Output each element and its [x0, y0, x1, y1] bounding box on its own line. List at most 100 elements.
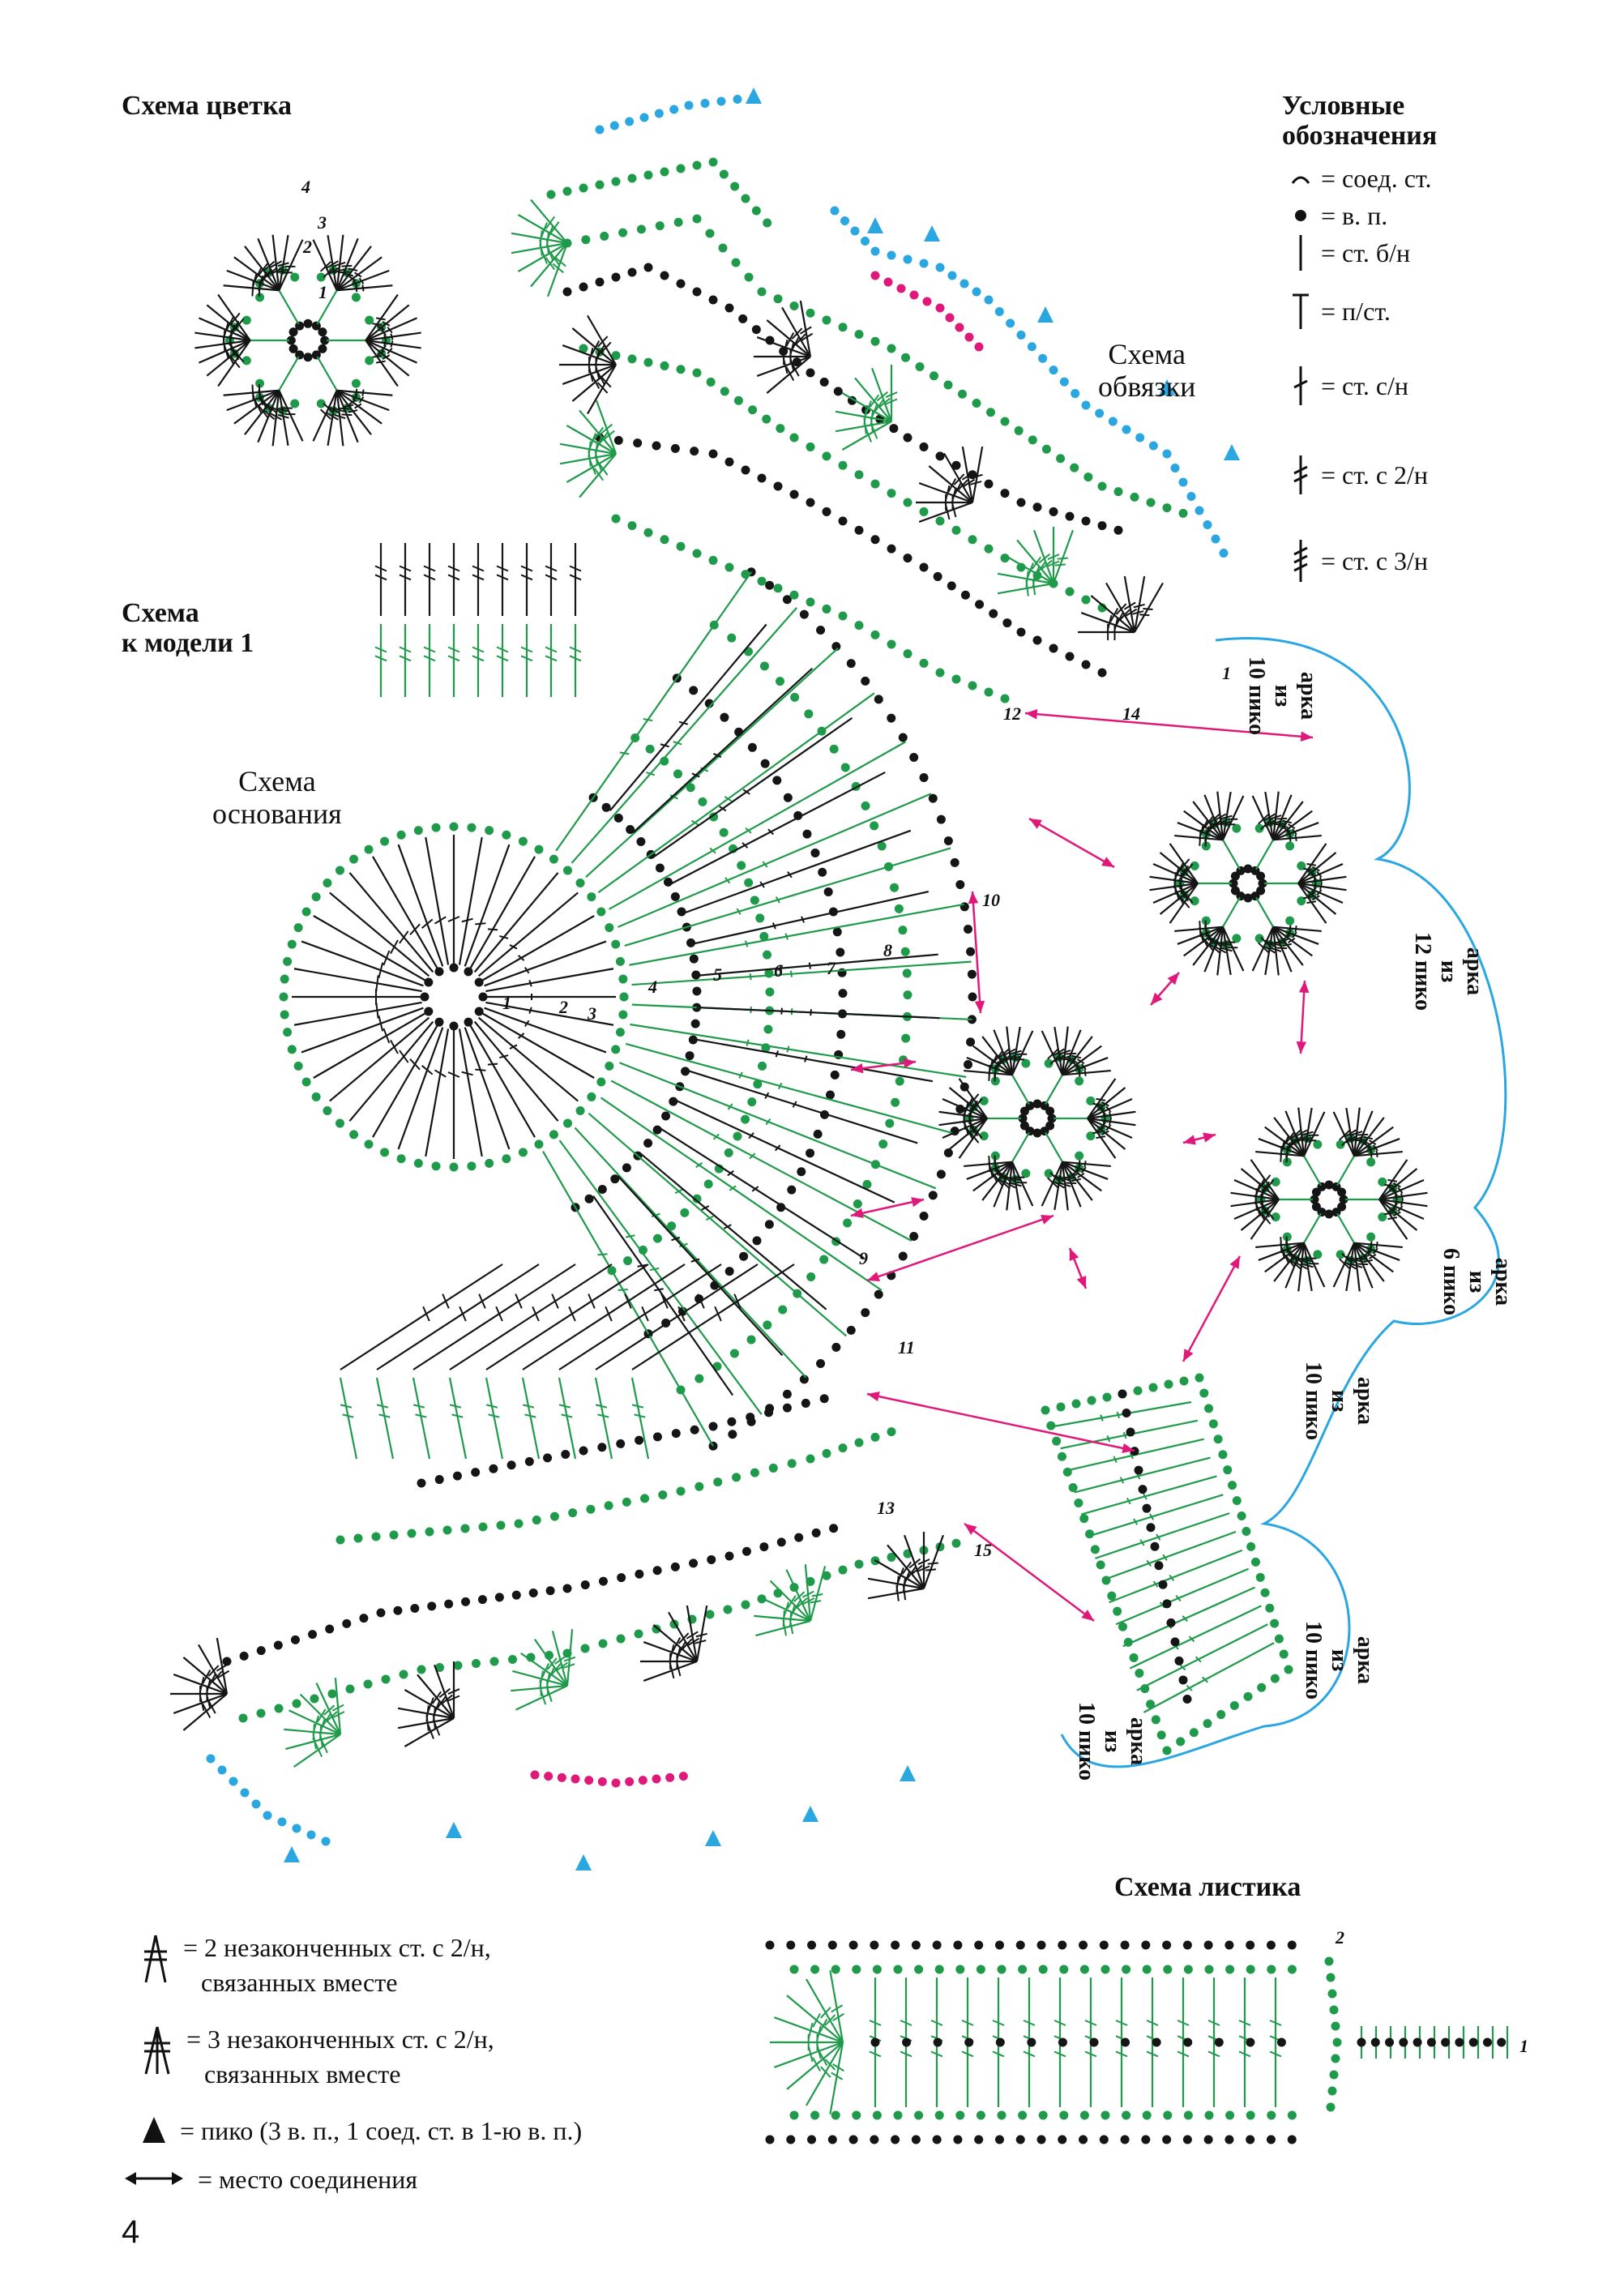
chain-dot — [568, 1508, 578, 1518]
chain-dot — [901, 353, 910, 362]
stitch-bar — [409, 1058, 421, 1071]
chain-dot — [727, 633, 737, 643]
stitch-bar — [952, 482, 962, 498]
stitch — [1272, 834, 1322, 841]
stitch — [971, 446, 984, 503]
chain-dot — [1014, 425, 1024, 435]
chain-dot — [449, 963, 459, 973]
stitch-bar — [1284, 1131, 1296, 1144]
chain-dot — [787, 1185, 797, 1195]
chain-dot — [838, 611, 848, 621]
chain-dot — [563, 1118, 573, 1128]
stitch — [365, 331, 421, 342]
stitch — [928, 465, 973, 503]
stitch — [199, 317, 251, 342]
chain-dot — [1266, 2135, 1276, 2144]
stitch — [257, 237, 280, 291]
chain-dot — [1329, 2070, 1339, 2080]
chain-dot — [410, 1604, 420, 1614]
chain-dot — [1225, 1965, 1235, 1974]
chain-dot — [951, 674, 961, 684]
stitch — [1255, 896, 1274, 928]
chain-dot — [1203, 520, 1212, 529]
stitch-bar — [375, 360, 386, 364]
chain-dot — [1134, 1465, 1143, 1475]
chain-dot — [968, 681, 977, 691]
stitch-bar — [375, 975, 379, 992]
stitch-bar — [1096, 1105, 1105, 1110]
chain-dot — [751, 325, 761, 335]
picot-mark — [284, 1846, 300, 1862]
stitch — [1255, 839, 1274, 870]
stitch-bar — [782, 339, 789, 356]
chain-dot — [638, 1245, 648, 1255]
stitch — [511, 1684, 568, 1692]
chain-dot — [643, 263, 653, 272]
stitch-bar — [1375, 1242, 1378, 1249]
chain-dot — [1254, 934, 1264, 943]
stitch-bar — [447, 1071, 460, 1078]
picot-icon — [139, 2114, 169, 2153]
chain-dot — [660, 271, 669, 280]
chain-dot — [413, 1158, 423, 1168]
stitch — [597, 692, 875, 894]
stitch-bar — [681, 1638, 693, 1650]
chain-dot — [989, 609, 998, 618]
stitch-bar — [789, 970, 793, 977]
chain-dot — [604, 1501, 613, 1511]
chain-dot — [342, 1618, 352, 1628]
stitch — [1080, 612, 1135, 634]
stitch-bar — [831, 2072, 844, 2080]
stitch — [1143, 1642, 1275, 1713]
chain-dot — [1285, 916, 1295, 926]
chain-dot — [673, 769, 682, 779]
chain-dot — [652, 1566, 662, 1576]
chain-dot — [1324, 1209, 1334, 1219]
stitch-bar — [794, 333, 806, 345]
stitch-bar — [1182, 863, 1194, 876]
chain-dot — [887, 544, 896, 554]
chain-dot — [477, 1595, 487, 1605]
trim-title-line1: Схема — [1108, 338, 1186, 370]
stitch-bar — [323, 1704, 336, 1716]
chain-dot — [972, 399, 981, 408]
chain-dot — [1071, 389, 1080, 399]
chain-dot — [301, 907, 311, 917]
chain-dot — [762, 414, 771, 424]
stitch-bar — [596, 344, 605, 360]
stitch — [397, 1027, 444, 1150]
stitch-bar — [375, 317, 386, 321]
join-arrowhead — [1298, 981, 1310, 994]
stitch-bar — [341, 264, 353, 267]
chain-dot — [1324, 1956, 1334, 1966]
stitch — [630, 1377, 650, 1460]
chain-dot — [1113, 525, 1123, 535]
chain-dot — [976, 1965, 985, 1974]
stitch — [1062, 1161, 1109, 1180]
stitch — [1297, 882, 1344, 904]
stitch-bar — [695, 1632, 707, 1638]
base-row-number: 9 — [859, 1248, 868, 1268]
chain-dot — [1018, 2110, 1028, 2120]
stitch-bar — [374, 646, 387, 653]
chain-dot — [579, 282, 588, 292]
chain-dot — [1000, 489, 1010, 498]
stitch — [1336, 1212, 1355, 1244]
stitch — [1284, 1242, 1306, 1289]
stitch — [1378, 1159, 1408, 1200]
stitch-bar — [341, 413, 353, 417]
chain-dot — [1162, 503, 1172, 513]
stitch-bar — [588, 441, 592, 458]
stitch-bar — [1109, 1111, 1112, 1119]
chain-dot — [951, 460, 961, 470]
chain-dot — [838, 989, 848, 998]
stitch-bar — [1355, 1139, 1366, 1142]
stitch-bar — [993, 1050, 1004, 1063]
stitch — [685, 1069, 918, 1144]
stitch-bar — [390, 340, 394, 348]
chain-dot — [737, 861, 746, 870]
stitch — [871, 367, 893, 422]
chain-dot — [898, 733, 908, 742]
stitch-bar — [1047, 560, 1060, 567]
chain-dot — [669, 105, 679, 114]
